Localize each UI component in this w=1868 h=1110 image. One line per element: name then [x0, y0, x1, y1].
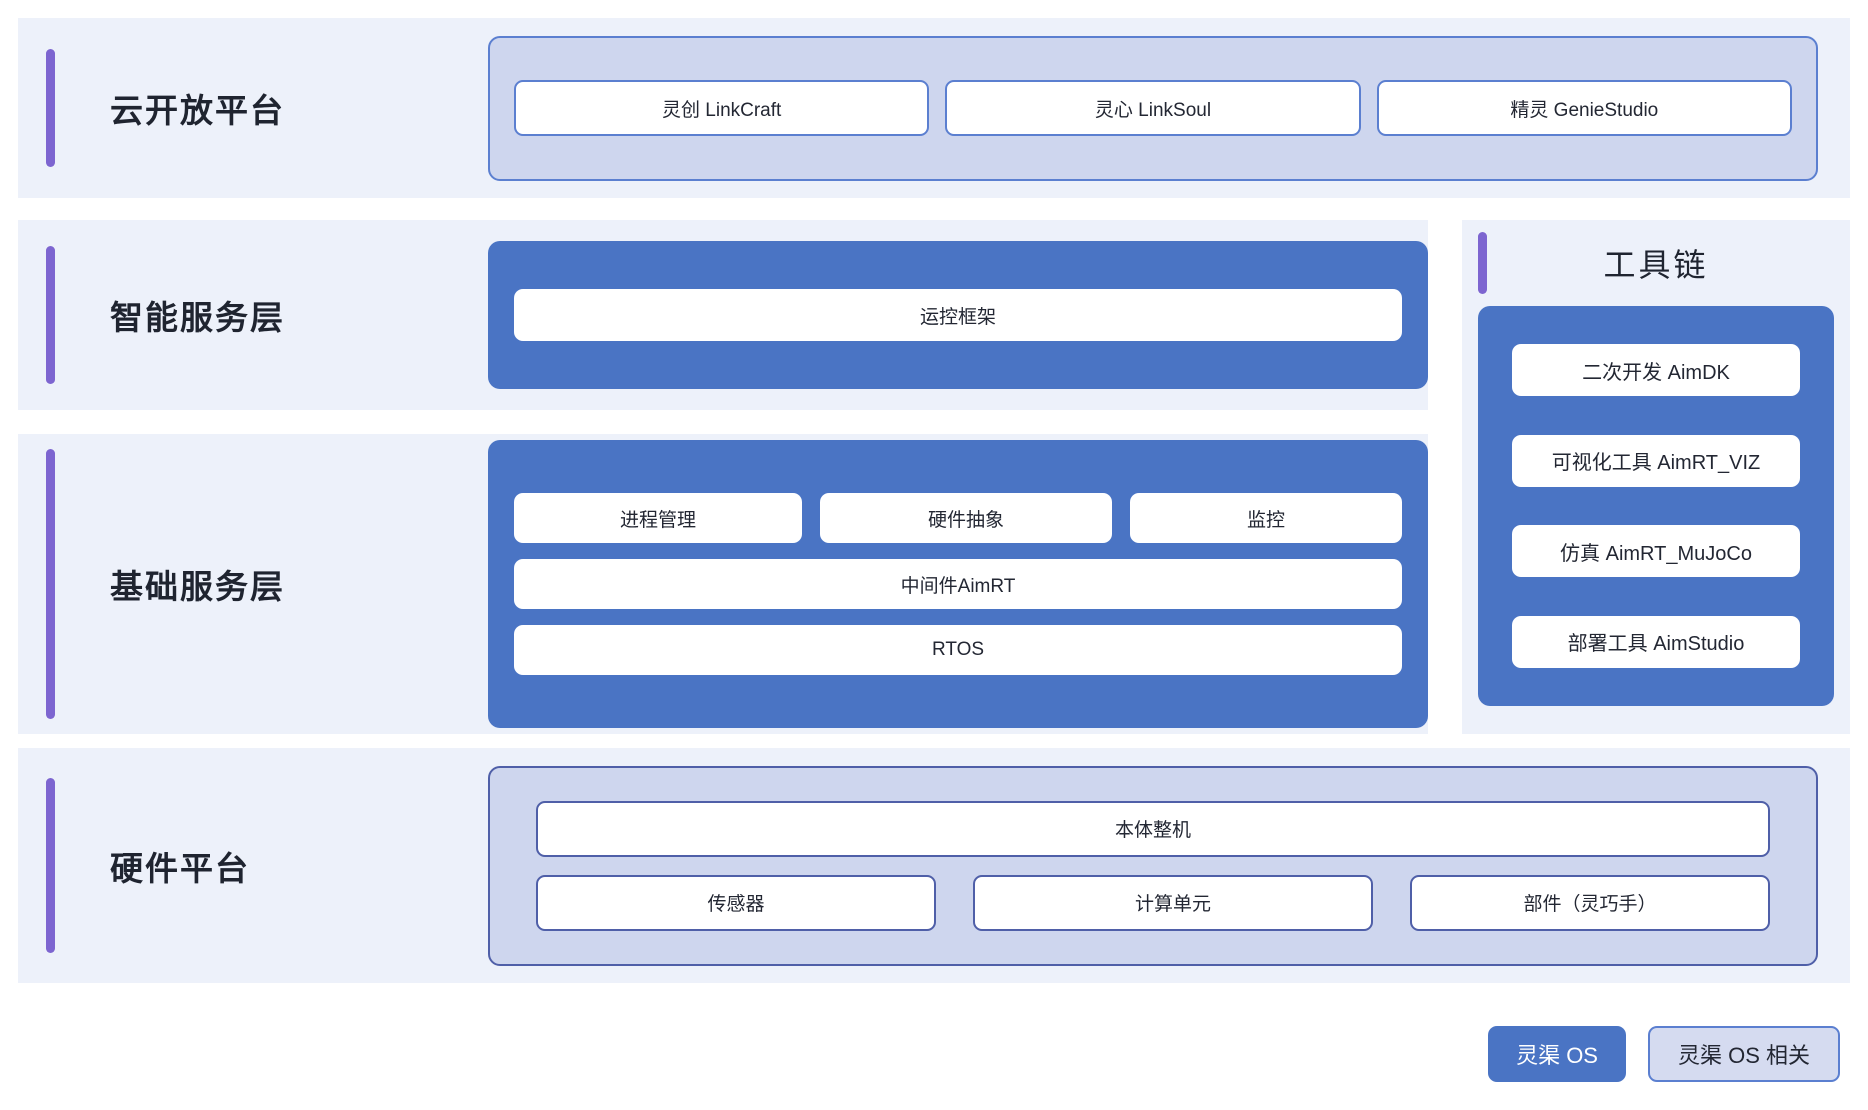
toolchain-title: 工具链: [1603, 247, 1709, 283]
layer-label-group-cloud: 云开放平台: [18, 49, 488, 167]
hardware-platform-container: 本体整机 传感器 计算单元 部件（灵巧手）: [488, 765, 1818, 966]
legend-chip-core-os: 灵渠 OS: [1488, 1026, 1626, 1082]
cloud-item-linkcraft[interactable]: 灵创 LinkCraft: [514, 80, 930, 136]
layer-label-group-intelligent: 智能服务层: [18, 246, 488, 384]
toolchain-panel: 工具链 二次开发 AimDK 可视化工具 AimRT_VIZ 仿真 AimRT_…: [1462, 220, 1850, 734]
toolchain-item-aimstudio[interactable]: 部署工具 AimStudio: [1512, 615, 1800, 668]
toolchain-item-aimrt-mujoco[interactable]: 仿真 AimRT_MuJoCo: [1512, 525, 1800, 578]
layer-label-group-hardware: 硬件平台: [18, 778, 488, 953]
hardware-item-main-body[interactable]: 本体整机: [536, 800, 1770, 857]
basic-item-middleware-aimrt[interactable]: 中间件AimRT: [514, 559, 1402, 609]
basic-item-hardware-abstraction[interactable]: 硬件抽象: [820, 493, 1112, 543]
layer-title-intelligent-service: 智能服务层: [110, 299, 285, 336]
layer-title-basic-service: 基础服务层: [110, 568, 285, 605]
layer-row-intelligent-service: 智能服务层 运控框架: [18, 220, 1428, 410]
intelligent-item-motion-control-framework[interactable]: 运控框架: [514, 289, 1402, 341]
legend-chip-related-os: 灵渠 OS 相关: [1647, 1026, 1840, 1082]
toolchain-header: 工具链: [1462, 220, 1850, 306]
hardware-item-compute-unit[interactable]: 计算单元: [973, 874, 1373, 931]
basic-service-top-row: 进程管理 硬件抽象 监控: [514, 493, 1402, 543]
cloud-item-linksoul[interactable]: 灵心 LinkSoul: [945, 80, 1361, 136]
toolchain-item-aimdk[interactable]: 二次开发 AimDK: [1512, 344, 1800, 397]
accent-bar-icon: [46, 449, 55, 719]
layer-title-cloud-platform: 云开放平台: [110, 92, 285, 129]
hardware-item-sensors[interactable]: 传感器: [536, 874, 936, 931]
layer-label-group-basic: 基础服务层: [18, 449, 488, 719]
basic-item-rtos[interactable]: RTOS: [514, 625, 1402, 675]
accent-bar-icon: [46, 246, 55, 384]
basic-item-process-management[interactable]: 进程管理: [514, 493, 802, 543]
cloud-platform-container: 灵创 LinkCraft 灵心 LinkSoul 精灵 GenieStudio: [488, 35, 1818, 181]
toolchain-item-aimrt-viz[interactable]: 可视化工具 AimRT_VIZ: [1512, 434, 1800, 487]
legend: 灵渠 OS 灵渠 OS 相关: [1488, 1026, 1840, 1082]
accent-bar-icon: [1478, 232, 1487, 294]
layer-title-hardware-platform: 硬件平台: [110, 849, 250, 887]
accent-bar-icon: [46, 49, 55, 167]
basic-service-container: 进程管理 硬件抽象 监控 中间件AimRT RTOS: [488, 440, 1428, 728]
cloud-item-geniestudio[interactable]: 精灵 GenieStudio: [1376, 80, 1792, 136]
basic-item-monitoring[interactable]: 监控: [1130, 493, 1402, 543]
layer-row-cloud-platform: 云开放平台 灵创 LinkCraft 灵心 LinkSoul 精灵 GenieS…: [18, 18, 1850, 198]
hardware-components-row: 传感器 计算单元 部件（灵巧手）: [536, 874, 1770, 931]
layer-row-hardware-platform: 硬件平台 本体整机 传感器 计算单元 部件（灵巧手）: [18, 748, 1850, 983]
intelligent-service-container: 运控框架: [488, 241, 1428, 389]
hardware-item-dexterous-hand[interactable]: 部件（灵巧手）: [1410, 874, 1770, 931]
layer-row-basic-service: 基础服务层 进程管理 硬件抽象 监控 中间件AimRT RTOS: [18, 434, 1428, 734]
accent-bar-icon: [46, 778, 55, 953]
toolchain-container: 二次开发 AimDK 可视化工具 AimRT_VIZ 仿真 AimRT_MuJo…: [1478, 306, 1834, 706]
